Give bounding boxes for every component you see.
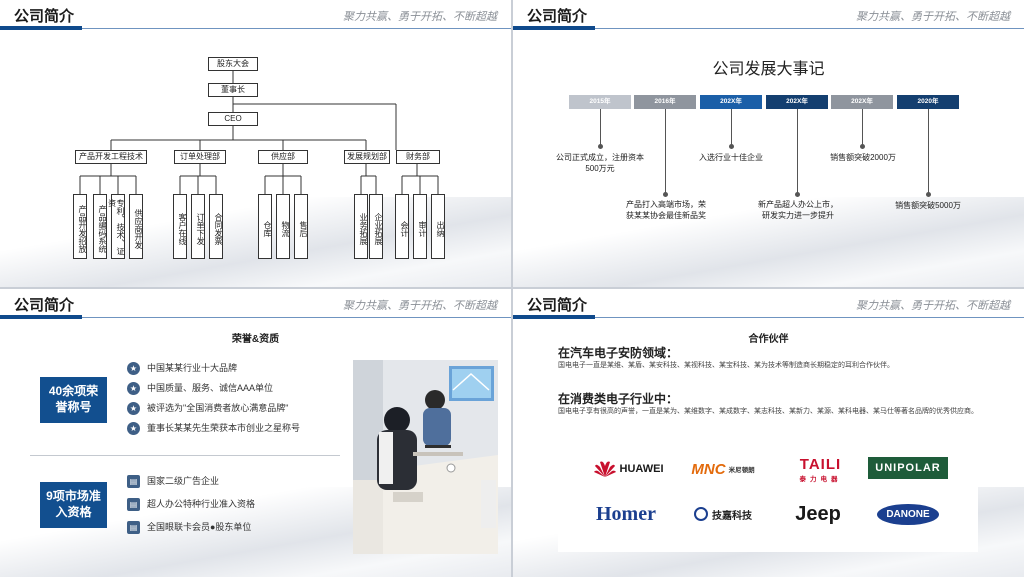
certificate-icon: ▤ xyxy=(127,498,140,511)
medal-icon: ★ xyxy=(127,362,140,375)
medal-icon: ★ xyxy=(127,422,140,435)
org-dept-order: 订单处理部 xyxy=(174,150,226,164)
year-label: 2016年 xyxy=(634,95,696,109)
consumer-section-heading: 在消费类电子行业中： xyxy=(558,392,679,406)
slide-header: 公司简介 聚力共赢、勇于开拓、不断超越 xyxy=(513,0,1024,30)
logo-unipolar: UNIPOLAR xyxy=(868,457,948,479)
org-unit: 订单下发 xyxy=(191,194,205,259)
org-ceo: CEO xyxy=(208,112,258,126)
consumer-section-text: 国电电子享有很高的声誉，一直是某为、某维数字、某成数字、某志科技、某新力、某源、… xyxy=(558,408,978,415)
timeline-event: 销售额突破2000万 xyxy=(830,153,896,162)
org-unit: 会计 xyxy=(395,194,409,259)
org-unit: 企业拓展 xyxy=(369,194,383,259)
timeline-event: 销售额突破5000万 xyxy=(895,201,961,210)
org-unit: 业务拓展 xyxy=(354,194,368,259)
org-dept-planning: 发展规划部 xyxy=(344,150,390,164)
certificate-icon: ▤ xyxy=(127,475,140,488)
list-item: ▤超人办公特种行业准入资格 xyxy=(127,497,255,520)
logo-gigabyte: 技嘉科技 xyxy=(683,503,763,525)
org-chart: 股东大会 董事长 CEO 产品开发工程技术 订单处理部 供应部 发展规划部 财务… xyxy=(0,0,511,287)
logo-danone: DANONE xyxy=(873,501,943,527)
year-label: 2020年 xyxy=(897,95,959,109)
org-unit: 供应商开发 xyxy=(129,194,143,259)
org-unit: 物流 xyxy=(276,194,290,259)
org-unit: 合同发票 xyxy=(209,194,223,259)
org-dept-supply: 供应部 xyxy=(258,150,308,164)
list-item: ★中国某某行业十大品牌 xyxy=(127,361,300,381)
org-dept-finance: 财务部 xyxy=(396,150,440,164)
slide-slogan: 聚力共赢、勇于开拓、不断超越 xyxy=(856,11,1010,23)
logo-jeep: Jeep xyxy=(795,502,841,525)
timeline-event: 公司正式成立，注册资本500万元 xyxy=(556,153,644,173)
slide-partners: 公司简介 聚力共赢、勇于开拓、不断超越 合作伙伴 在汽车电子安防领域： 国电电子… xyxy=(513,289,1024,577)
org-unit: 产品开发招放 xyxy=(73,194,87,259)
logo-homer: Homer xyxy=(596,502,656,525)
org-dept-product: 产品开发工程技术 xyxy=(75,150,147,164)
office-photo xyxy=(353,360,498,554)
timeline-event: 新产品超人办公上市，研发实力进一步提升 xyxy=(758,200,838,220)
year-label: 202X年 xyxy=(700,95,762,109)
honor-badge: 40余项荣誉称号 xyxy=(40,377,107,423)
honor-list: ★中国某某行业十大品牌 ★中国质量、服务、诚信AAA单位 ★被评选为"全国消费者… xyxy=(127,361,300,441)
slide-title: 公司简介 xyxy=(14,297,75,314)
timeline-event: 产品打入高端市场，荣获某某协会最佳新品奖 xyxy=(626,200,706,220)
org-unit: 售后 xyxy=(294,194,308,259)
year-label: 202X年 xyxy=(766,95,828,109)
gigabyte-mark-icon xyxy=(694,507,708,521)
medal-icon: ★ xyxy=(127,402,140,415)
certificate-icon: ▤ xyxy=(127,521,140,534)
huawei-petal-icon xyxy=(593,461,616,477)
list-item: ★中国质量、服务、诚信AAA单位 xyxy=(127,381,300,401)
slide-slogan: 聚力共赢、勇于开拓、不断超越 xyxy=(343,11,497,23)
timeline-title: 公司发展大事记 xyxy=(712,61,825,78)
logo-mnc: MNC 米尼顿朗 xyxy=(691,460,755,478)
slide-header: 公司简介 聚力共赢、勇于开拓、不断超越 xyxy=(0,289,511,319)
slide-header: 公司简介 聚力共赢、勇于开拓、不断超越 xyxy=(513,289,1024,319)
org-unit: 仓库 xyxy=(258,194,272,259)
org-connectors xyxy=(79,70,439,194)
medal-icon: ★ xyxy=(127,382,140,395)
slide-title: 公司简介 xyxy=(14,8,75,25)
org-unit: 出纳 xyxy=(431,194,445,259)
timeline-event: 入选行业十佳企业 xyxy=(699,153,763,162)
auto-section-text: 国电电子一直是某维、某盾、某安科技、某视科技、某宝科技、某为技术等制造商长期稳定… xyxy=(558,362,894,369)
logo-taili: TAILI 泰力电器 xyxy=(799,455,842,483)
slide-title: 公司简介 xyxy=(527,297,588,314)
partners-title: 合作伙伴 xyxy=(748,334,789,345)
list-item: ▤国家二级广告企业 xyxy=(127,474,255,497)
slide-timeline: 公司简介 聚力共赢、勇于开拓、不断超越 公司发展大事记 2015年 2016年 … xyxy=(513,0,1024,287)
list-item: ▤全国眼联卡会员●股东单位 xyxy=(127,520,255,543)
slide-slogan: 聚力共赢、勇于开拓、不断超越 xyxy=(856,300,1010,312)
year-label: 202X年 xyxy=(831,95,893,109)
qualification-badge: 9项市场准入资格 xyxy=(40,482,107,528)
slide-header: 公司简介 聚力共赢、勇于开拓、不断超越 xyxy=(0,0,511,30)
honors-title: 荣誉&资质 xyxy=(231,334,280,345)
org-shareholders: 股东大会 xyxy=(208,57,258,71)
slide-title: 公司简介 xyxy=(527,8,588,25)
org-unit: 专利、技术、证资 xyxy=(108,194,125,259)
slide-org-chart: 公司简介 聚力共赢、勇于开拓、不断超越 xyxy=(0,0,511,287)
list-item: ★董事长某某先生荣获本市创业之星称号 xyxy=(127,421,300,441)
org-unit: 审计 xyxy=(413,194,427,259)
logo-huawei: HUAWEI xyxy=(586,457,671,481)
year-label: 2015年 xyxy=(569,95,631,109)
org-board: 董事长 xyxy=(208,83,258,97)
slide-slogan: 聚力共赢、勇于开拓、不断超越 xyxy=(343,300,497,312)
partner-logos: HUAWEI MNC 米尼顿朗 TAILI 泰力电器 UNIPOLAR Home… xyxy=(558,447,978,552)
org-unit: 产品编码系统 xyxy=(93,194,107,259)
slide-honors: 公司简介 聚力共赢、勇于开拓、不断超越 荣誉&资质 40余项荣誉称号 9项市场准… xyxy=(0,289,511,577)
org-unit: 客户在线 xyxy=(173,194,187,259)
list-item: ★被评选为"全国消费者放心满意品牌" xyxy=(127,401,300,421)
qualification-list: ▤国家二级广告企业 ▤超人办公特种行业准入资格 ▤全国眼联卡会员●股东单位 xyxy=(127,474,255,543)
auto-section-heading: 在汽车电子安防领域： xyxy=(558,346,679,360)
